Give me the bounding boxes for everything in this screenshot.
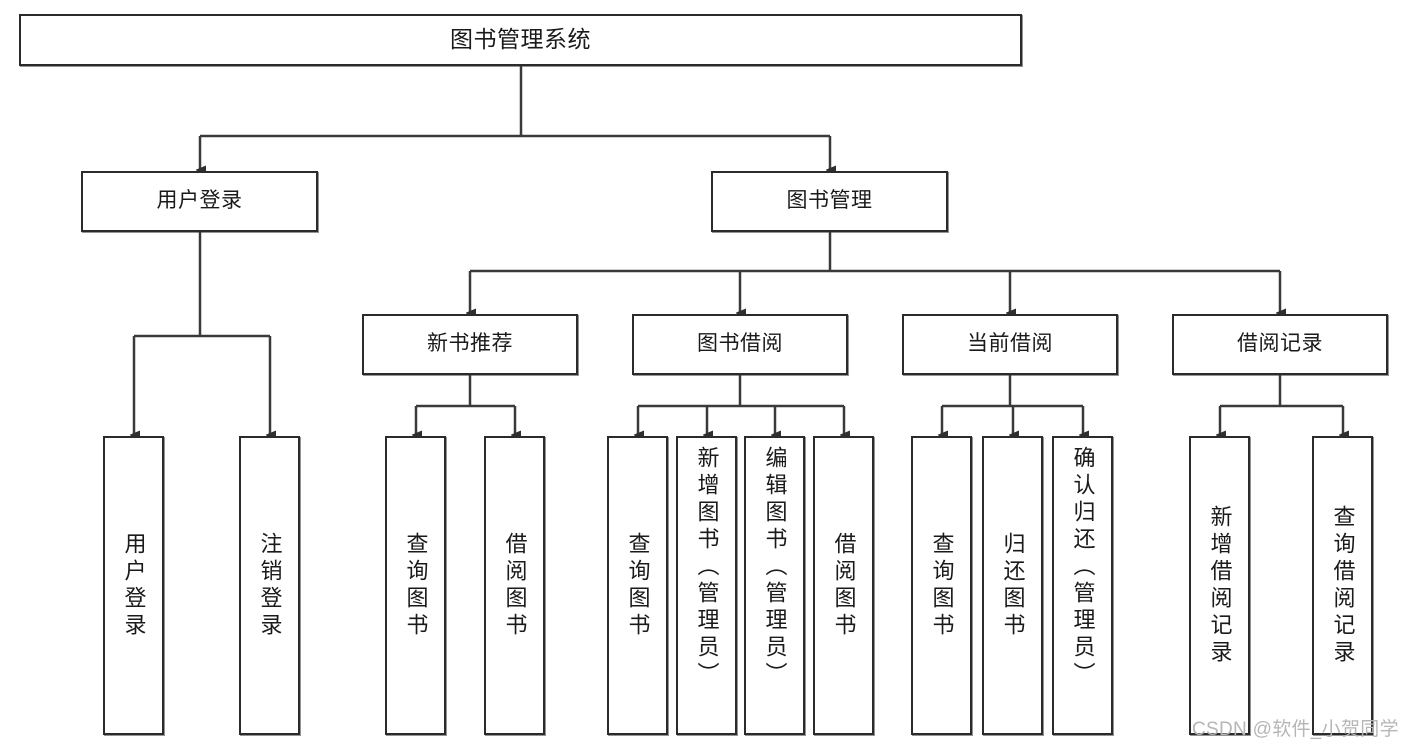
node-current-borrow[interactable]: 当前借阅 [902, 314, 1118, 375]
node-leaf-query-book-1[interactable]: 查询图书 [385, 436, 446, 735]
node-label-leaf-query-book-2: 查询图书 [625, 531, 651, 640]
node-label-root: 图书管理系统 [450, 26, 591, 53]
node-leaf-logout[interactable]: 注销登录 [239, 436, 300, 735]
node-label-leaf-query-borrow-record: 查询借阅记录 [1330, 504, 1356, 667]
node-label-leaf-edit-book: 编辑图书（管理员） [762, 446, 788, 689]
node-new-book-recommend[interactable]: 新书推荐 [362, 314, 578, 375]
node-label-leaf-user-login: 用户登录 [121, 531, 147, 640]
node-user-login[interactable]: 用户登录 [81, 171, 318, 232]
node-root[interactable]: 图书管理系统 [19, 14, 1022, 66]
node-leaf-confirm-return[interactable]: 确认归还（管理员） [1052, 436, 1113, 735]
node-label-user-login: 用户登录 [156, 189, 243, 213]
node-label-leaf-add-borrow-record: 新增借阅记录 [1207, 504, 1233, 667]
node-label-leaf-query-book-1: 查询图书 [403, 531, 429, 640]
node-leaf-query-book-3[interactable]: 查询图书 [911, 436, 972, 735]
node-label-leaf-query-book-3: 查询图书 [929, 531, 955, 640]
node-leaf-borrow-book-2[interactable]: 借阅图书 [813, 436, 874, 735]
node-label-leaf-borrow-book-1: 借阅图书 [502, 531, 528, 640]
node-leaf-return-book[interactable]: 归还图书 [982, 436, 1043, 735]
node-leaf-query-book-2[interactable]: 查询图书 [607, 436, 668, 735]
csdn-watermark: CSDN @软件_小贺同学 [1192, 719, 1399, 740]
node-label-leaf-add-book: 新增图书（管理员） [694, 446, 720, 689]
node-leaf-borrow-book-1[interactable]: 借阅图书 [484, 436, 545, 735]
node-book-management[interactable]: 图书管理 [711, 171, 948, 232]
node-label-leaf-borrow-book-2: 借阅图书 [831, 531, 857, 640]
node-leaf-add-book[interactable]: 新增图书（管理员） [676, 436, 737, 735]
node-label-leaf-logout: 注销登录 [257, 531, 283, 640]
node-borrow-record[interactable]: 借阅记录 [1172, 314, 1388, 375]
node-leaf-query-borrow-record[interactable]: 查询借阅记录 [1312, 436, 1373, 735]
node-label-new-book-recommend: 新书推荐 [427, 332, 513, 356]
node-label-leaf-return-book: 归还图书 [1000, 531, 1026, 640]
node-label-book-borrow: 图书借阅 [697, 332, 783, 356]
node-leaf-add-borrow-record[interactable]: 新增借阅记录 [1189, 436, 1250, 735]
node-label-current-borrow: 当前借阅 [967, 332, 1053, 356]
node-leaf-user-login[interactable]: 用户登录 [103, 436, 164, 735]
node-label-borrow-record: 借阅记录 [1237, 332, 1323, 356]
node-book-borrow[interactable]: 图书借阅 [632, 314, 848, 375]
node-leaf-edit-book[interactable]: 编辑图书（管理员） [744, 436, 805, 735]
node-label-leaf-confirm-return: 确认归还（管理员） [1070, 446, 1096, 689]
edge-paths [134, 66, 1343, 435]
node-label-book-management: 图书管理 [786, 189, 873, 213]
